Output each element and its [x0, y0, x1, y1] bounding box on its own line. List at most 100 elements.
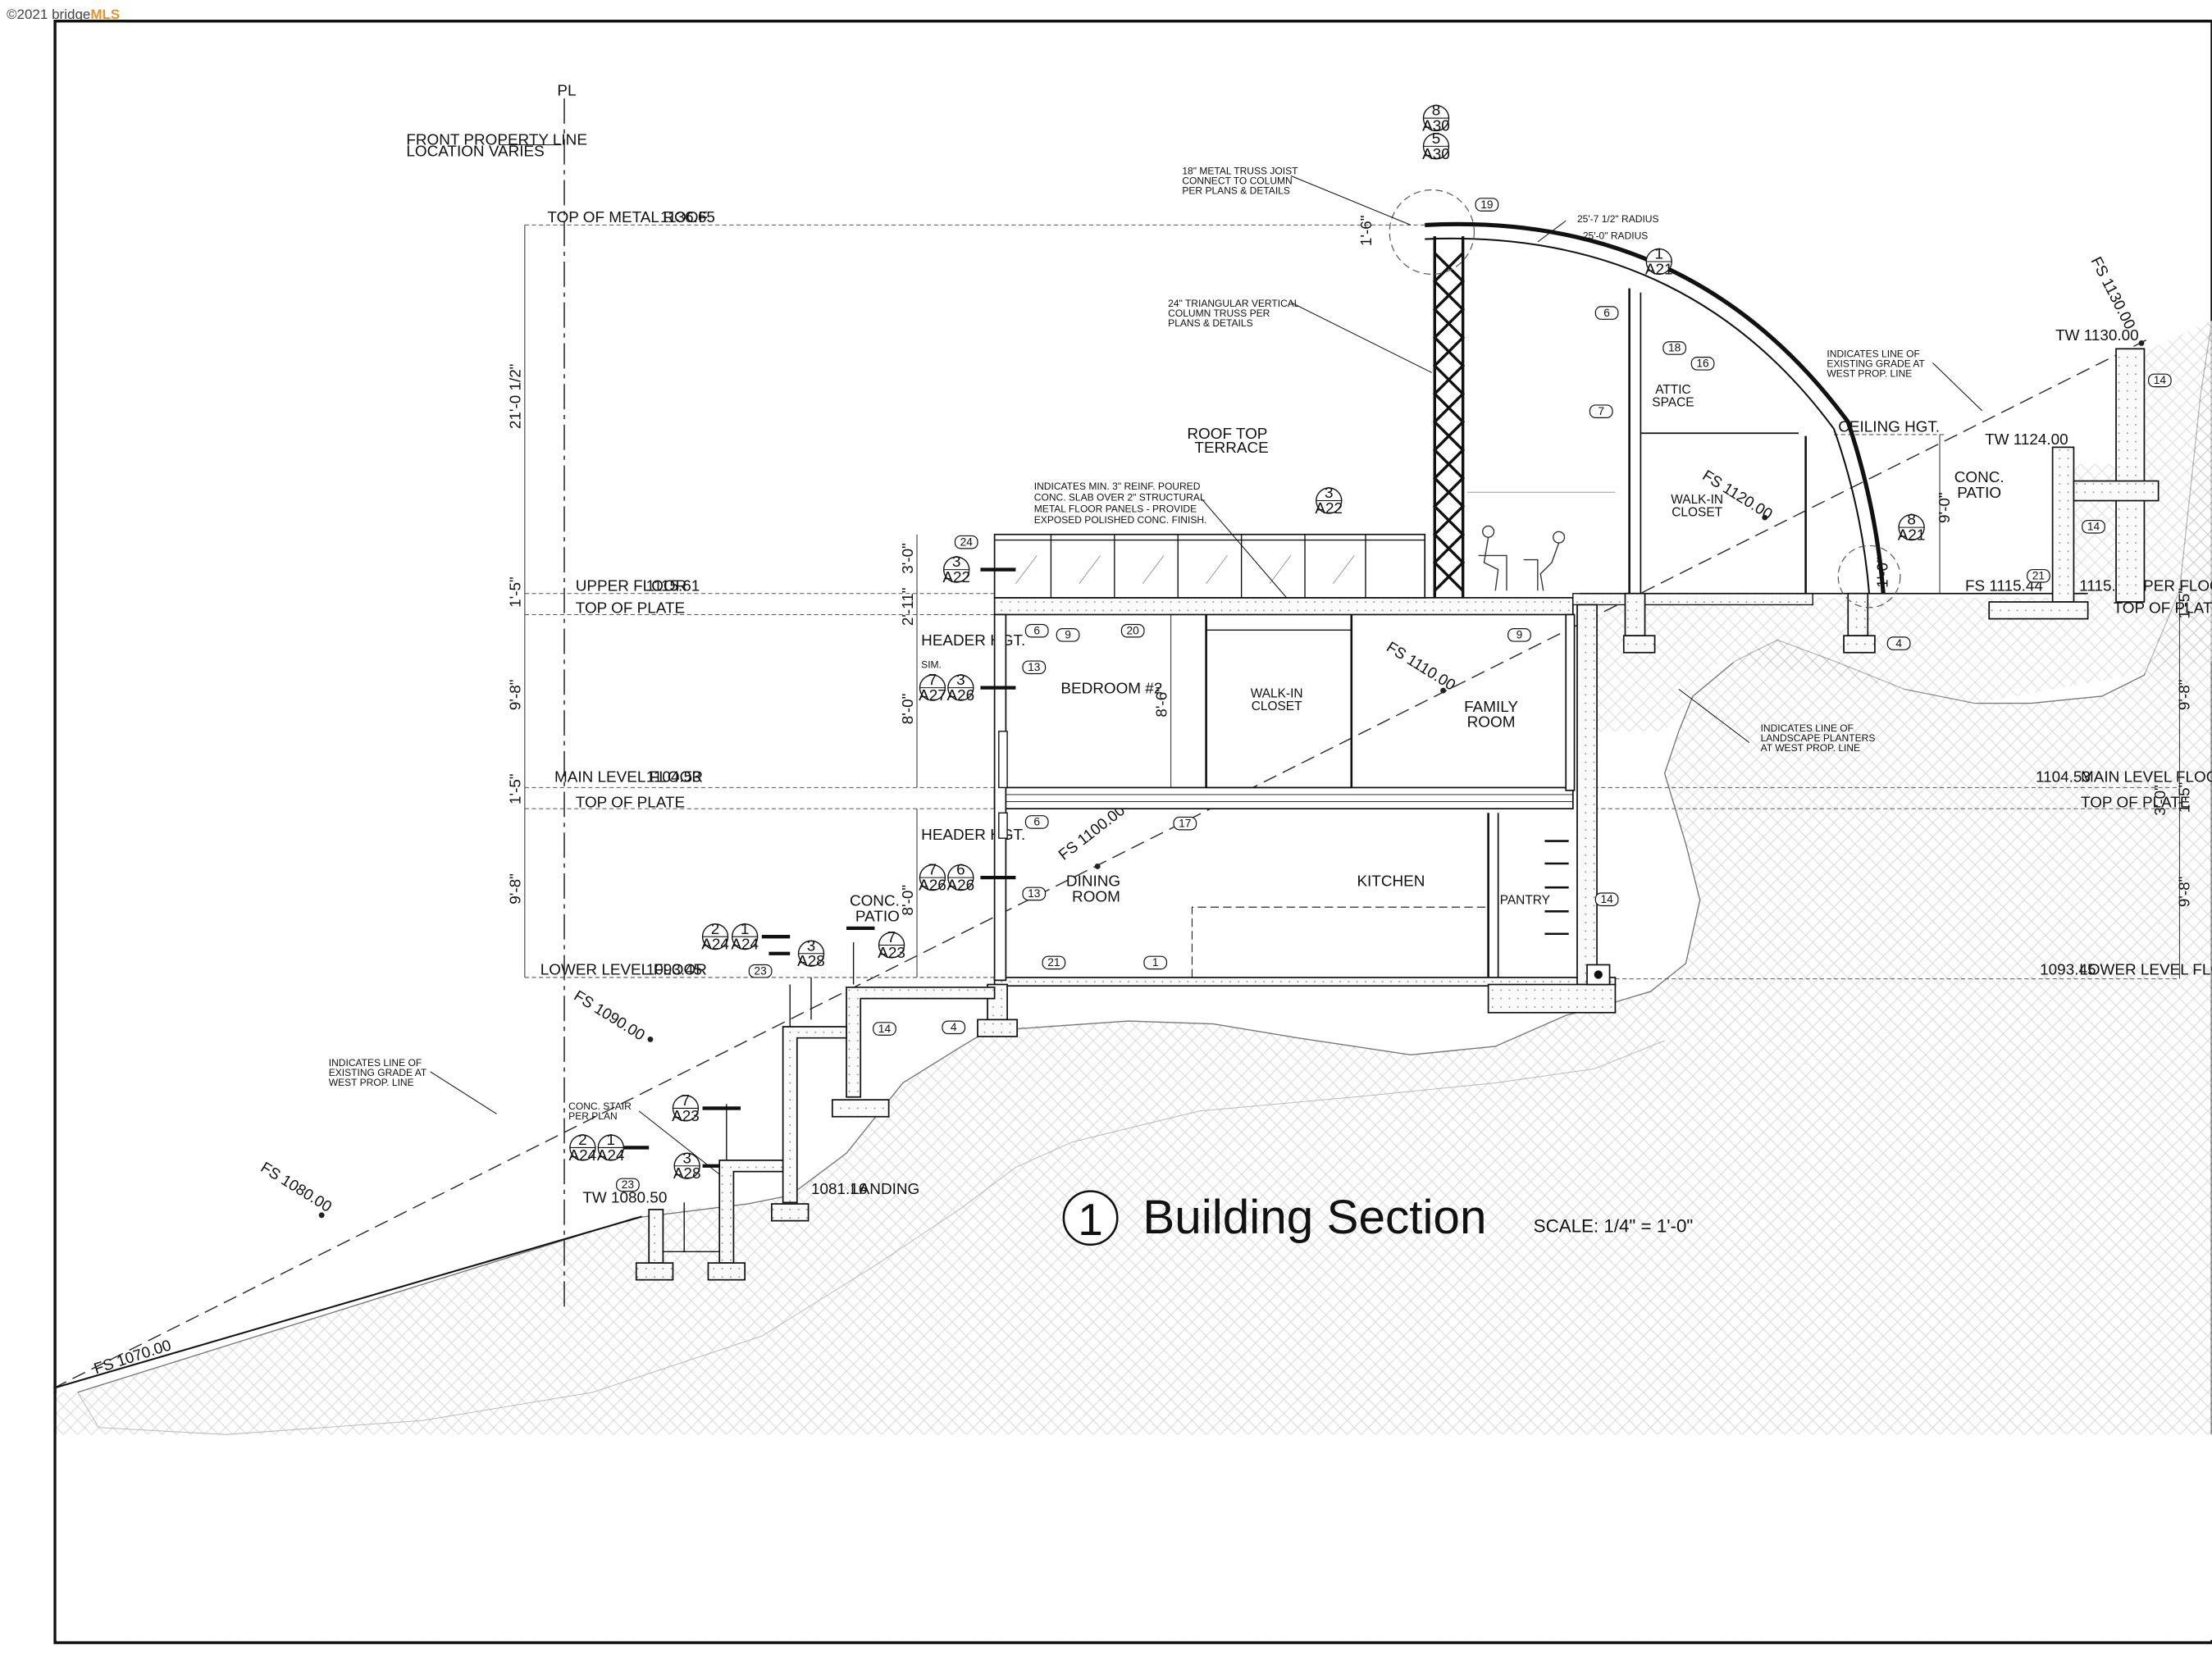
svg-text:LANDING: LANDING	[851, 1181, 919, 1198]
svg-text:2: 2	[711, 921, 720, 938]
svg-text:1136.65: 1136.65	[660, 209, 715, 226]
svg-text:13: 13	[1028, 887, 1041, 900]
svg-text:A30: A30	[1422, 118, 1450, 135]
svg-text:1104.53: 1104.53	[2036, 769, 2091, 786]
level-label: HEADER HGT.	[921, 827, 1025, 844]
svg-text:9'-8": 9'-8"	[508, 873, 525, 905]
svg-text:TERRACE: TERRACE	[1194, 440, 1268, 457]
title-number-bubble	[1062, 1190, 1119, 1246]
room-label: CONC.	[850, 892, 900, 909]
lower-stairs	[635, 987, 996, 1281]
arched-roof	[1425, 221, 1886, 594]
grade-label: FS 1130.00	[2087, 254, 2138, 332]
room-label: ROOF TOP	[1187, 426, 1267, 443]
level-label: HEADER HGT.	[921, 632, 1025, 649]
room-label: WALK-IN	[1671, 493, 1723, 507]
svg-text:A28: A28	[673, 1165, 701, 1183]
grade-label: FS 1080.00	[258, 1159, 335, 1215]
retaining-wall	[1576, 604, 1598, 986]
svg-text:WEST PROP. LINE: WEST PROP. LINE	[329, 1077, 414, 1088]
svg-text:PATIO: PATIO	[1957, 485, 2001, 502]
svg-text:9'-0": 9'-0"	[1936, 492, 1954, 523]
svg-text:1115.61: 1115.61	[646, 577, 700, 595]
svg-text:LOCATION VARIES: LOCATION VARIES	[406, 143, 544, 160]
svg-text:17: 17	[1179, 817, 1191, 829]
svg-text:CONNECT TO COLUMN: CONNECT TO COLUMN	[1182, 175, 1292, 187]
svg-text:COLUMN TRUSS PER: COLUMN TRUSS PER	[1168, 308, 1270, 319]
svg-text:4: 4	[951, 1021, 957, 1033]
svg-text:3'-0": 3'-0"	[900, 543, 917, 574]
room-label: FAMILY	[1464, 699, 1518, 716]
svg-text:3: 3	[952, 554, 961, 571]
svg-text:A27: A27	[919, 687, 946, 704]
svg-text:6: 6	[956, 862, 965, 879]
svg-text:A21: A21	[1645, 261, 1673, 278]
grade-note-right: INDICATES LINE OF	[1827, 349, 1919, 360]
room-label: PANTRY	[1500, 894, 1550, 908]
svg-text:1'-5": 1'-5"	[2176, 588, 2193, 619]
svg-text:9'-8": 9'-8"	[2176, 680, 2193, 711]
svg-text:13: 13	[1028, 661, 1041, 673]
svg-text:14: 14	[2087, 521, 2100, 533]
svg-text:1'-5": 1'-5"	[508, 577, 525, 608]
level-label: TOP OF PLATE	[576, 794, 685, 811]
svg-text:3: 3	[682, 1150, 691, 1167]
svg-text:A24: A24	[569, 1147, 597, 1164]
svg-text:9: 9	[1516, 629, 1523, 641]
svg-text:CONC. SLAB OVER 2" STRUCTURAL: CONC. SLAB OVER 2" STRUCTURAL	[1034, 492, 1206, 504]
drawing-title: 1 Building Section SCALE: 1/4" = 1'-0"	[1062, 1190, 1693, 1246]
svg-text:21'-0 1/2": 21'-0 1/2"	[508, 364, 525, 429]
svg-text:A26: A26	[919, 877, 946, 895]
level-label: MAIN LEVEL FLOOR	[554, 769, 703, 786]
svg-text:PLANS & DETAILS: PLANS & DETAILS	[1168, 317, 1252, 329]
svg-text:TOP OF PLATE: TOP OF PLATE	[2081, 794, 2190, 811]
svg-text:1104.53: 1104.53	[646, 769, 701, 786]
svg-text:4: 4	[1895, 637, 1902, 649]
svg-text:16: 16	[1696, 358, 1709, 370]
svg-text:8'-0": 8'-0"	[900, 885, 917, 916]
main-floor-slab	[993, 786, 1574, 809]
people-figures	[1478, 525, 1566, 591]
title-text: Building Section	[1142, 1191, 1486, 1244]
svg-text:TW 1130.00: TW 1130.00	[2055, 327, 2139, 344]
bridgemls-watermark: ©2021 bridgeMLS	[7, 7, 121, 22]
svg-text:24: 24	[960, 535, 974, 548]
property-line-symbol: PL	[557, 83, 576, 100]
svg-text:19: 19	[1480, 198, 1493, 211]
svg-text:A22: A22	[1315, 500, 1343, 517]
svg-text:METAL FLOOR PANELS - PROVIDE: METAL FLOOR PANELS - PROVIDE	[1034, 503, 1197, 514]
earth-fill	[56, 321, 2212, 1640]
svg-text:14: 14	[2154, 374, 2167, 386]
svg-text:9: 9	[1065, 629, 1071, 641]
room-label: ATTIC	[1655, 383, 1691, 397]
svg-text:A21: A21	[1898, 527, 1926, 545]
svg-text:ROOM: ROOM	[1467, 714, 1516, 731]
svg-text:8: 8	[1907, 512, 1916, 529]
svg-text:A22: A22	[942, 569, 970, 586]
svg-text:1'-6": 1'-6"	[1358, 216, 1375, 247]
svg-text:CLOSET: CLOSET	[1252, 700, 1302, 713]
svg-text:7: 7	[928, 672, 937, 689]
room-label: CONC.	[1954, 469, 2004, 486]
svg-text:WEST PROP. LINE: WEST PROP. LINE	[1827, 368, 1912, 380]
truss-joist-note: 18" METAL TRUSS JOIST	[1182, 166, 1298, 177]
svg-text:A30: A30	[1422, 146, 1450, 163]
svg-text:7: 7	[1598, 405, 1604, 417]
svg-text:PER PLANS & DETAILS: PER PLANS & DETAILS	[1182, 185, 1290, 197]
svg-text:7: 7	[887, 929, 896, 946]
room-label: WALK-IN	[1251, 687, 1303, 701]
svg-text:TW 1080.50: TW 1080.50	[582, 1189, 667, 1206]
svg-text:EXISTING GRADE AT: EXISTING GRADE AT	[329, 1067, 427, 1078]
svg-text:6: 6	[1033, 624, 1040, 636]
roof-slab	[993, 597, 1574, 616]
svg-text:1: 1	[1078, 1194, 1103, 1245]
svg-text:TOP OF PLATE: TOP OF PLATE	[2114, 600, 2212, 618]
slab-note: INDICATES MIN. 3" REINF. POURED	[1034, 481, 1201, 492]
svg-text:ROOM: ROOM	[1072, 888, 1120, 905]
svg-text:9'-8": 9'-8"	[2176, 877, 2193, 908]
room-label: DINING	[1066, 873, 1120, 890]
svg-text:6: 6	[1033, 816, 1040, 828]
svg-text:LANDSCAPE PLANTERS: LANDSCAPE PLANTERS	[1761, 732, 1876, 744]
svg-text:1: 1	[1654, 246, 1663, 263]
svg-text:25'-7 1/2" RADIUS: 25'-7 1/2" RADIUS	[1577, 213, 1659, 225]
